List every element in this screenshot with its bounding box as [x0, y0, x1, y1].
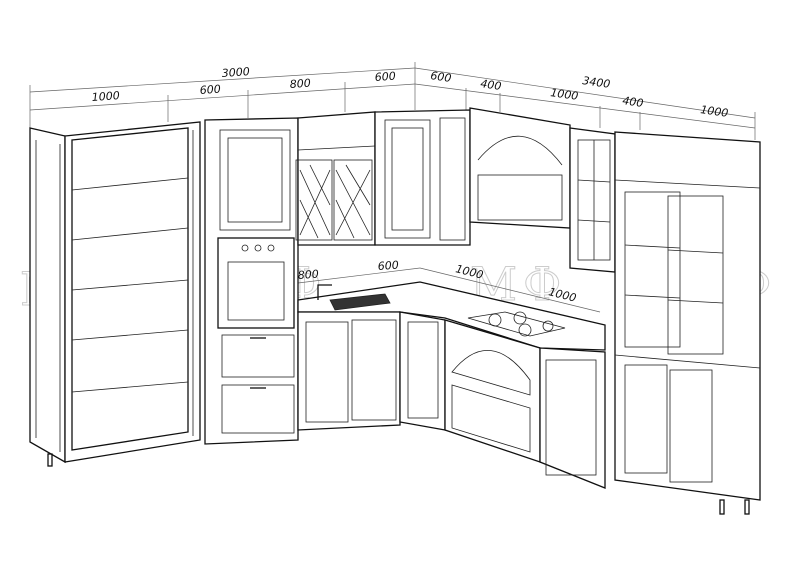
dim-400: 400 — [622, 94, 645, 110]
upper-cabinets — [295, 107, 616, 273]
dim-600: 600 — [377, 259, 399, 273]
dim-1000: 1000 — [550, 86, 580, 103]
base-cabinets — [297, 311, 606, 489]
dimension-labels: 3000 1000 600 800 600 3400 600 400 1000 … — [91, 65, 729, 353]
dim-3000: 3000 — [221, 65, 250, 80]
dim-600: 600 — [199, 83, 221, 97]
dim-1000: 1000 — [700, 103, 730, 120]
tall-oven-column — [204, 117, 299, 445]
dim-3400: 3400 — [582, 74, 612, 91]
dim-800: 800 — [297, 268, 319, 282]
dim-800: 800 — [289, 77, 311, 91]
dim-400: 400 — [480, 77, 503, 93]
open-shelf-unit — [29, 121, 201, 467]
tall-right-cabinet — [614, 131, 761, 515]
dim-600: 600 — [430, 69, 453, 85]
dim-1000: 1000 — [91, 89, 120, 104]
dim-600: 600 — [374, 70, 396, 84]
